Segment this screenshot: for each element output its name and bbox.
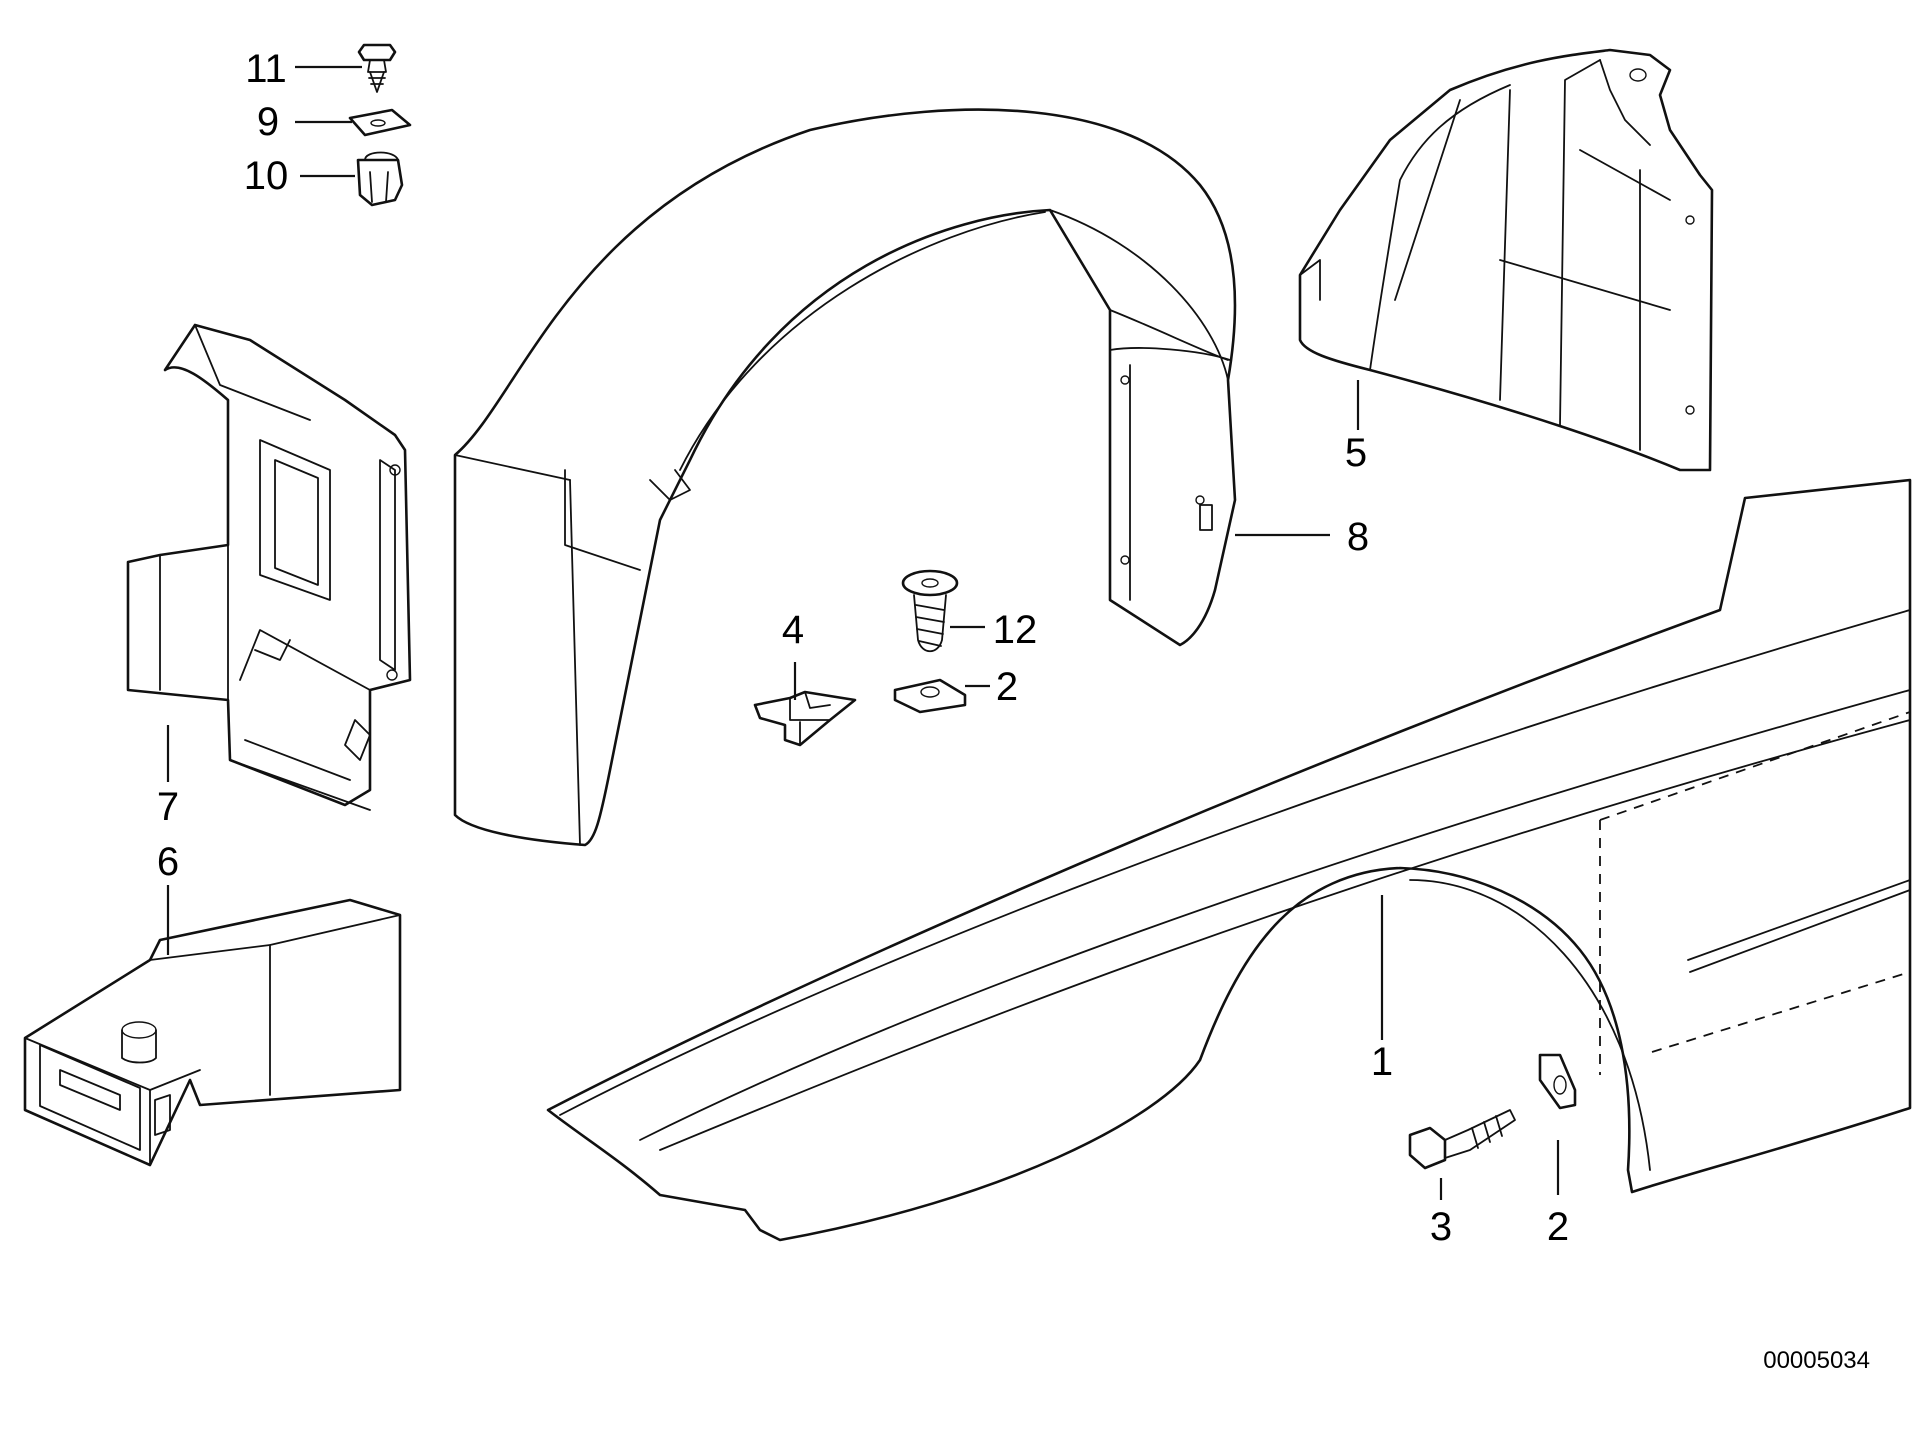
bolt-3 bbox=[1408, 1109, 1516, 1170]
splash-shield bbox=[1298, 48, 1714, 472]
callout-1: 1 bbox=[1371, 1040, 1393, 1084]
nut-plate-2-upper bbox=[893, 678, 967, 714]
clip-4 bbox=[753, 690, 857, 747]
clip-nut-2-lower bbox=[1538, 1053, 1577, 1110]
callout-7: 7 bbox=[157, 785, 179, 829]
front-fender bbox=[546, 478, 1912, 1242]
callout-6: 6 bbox=[157, 840, 179, 884]
screw-11 bbox=[357, 43, 397, 93]
callout-11: 11 bbox=[245, 47, 287, 91]
wheel-arch-liner bbox=[453, 108, 1237, 847]
callout-10: 10 bbox=[244, 154, 289, 198]
callout-9: 9 bbox=[257, 100, 279, 144]
callout-8: 8 bbox=[1347, 515, 1369, 559]
callouts: 11 9 10 5 8 4 12 2 7 6 1 3 2 bbox=[157, 47, 1569, 1249]
callout-3: 3 bbox=[1430, 1205, 1452, 1249]
expanding-nut-10 bbox=[356, 151, 404, 207]
callout-12: 12 bbox=[993, 608, 1038, 652]
callout-4: 4 bbox=[782, 608, 804, 652]
duct-bracket bbox=[126, 323, 412, 811]
air-duct bbox=[23, 898, 402, 1167]
clip-nut-9 bbox=[348, 108, 412, 137]
callout-5: 5 bbox=[1345, 431, 1367, 475]
callout-2-lower: 2 bbox=[1547, 1205, 1569, 1249]
leader-lines bbox=[166, 65, 1560, 1200]
screw-12 bbox=[901, 569, 959, 653]
callout-2-upper: 2 bbox=[996, 665, 1018, 709]
diagram-id-label: 00005034 bbox=[1763, 1347, 1870, 1374]
